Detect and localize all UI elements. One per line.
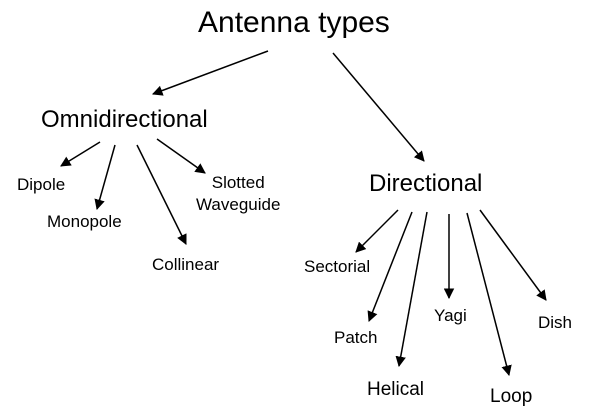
leaf-slotted-waveguide: Slotted Waveguide [196, 172, 280, 216]
category-omnidirectional: Omnidirectional [41, 106, 208, 133]
leaf-yagi: Yagi [434, 306, 467, 325]
leaf-collinear: Collinear [152, 255, 220, 274]
leaf-helical: Helical [367, 379, 425, 400]
arrow-dir-to-patch [367, 211, 413, 322]
leaf-dipole: Dipole [17, 175, 66, 194]
arrow-omni-to-dipole [60, 141, 101, 167]
diagram-title: Antenna types [198, 6, 390, 39]
leaf-dish: Dish [538, 313, 573, 332]
leaf-loop: Loop [490, 386, 533, 407]
category-directional: Directional [369, 170, 483, 197]
arrow-title-to-omnidirectional [152, 50, 269, 96]
arrow-omni-to-collinear [136, 144, 187, 245]
arrow-dir-to-loop [466, 212, 512, 377]
leaf-sectorial: Sectorial [304, 257, 371, 276]
arrow-omni-to-slotted-waveguide [156, 138, 206, 174]
leaf-monopole: Monopole [47, 212, 122, 231]
arrow-dir-to-helical [395, 211, 428, 368]
leaf-slotted-line1: Slotted [211, 173, 265, 192]
leaf-slotted-line2: Waveguide [196, 195, 281, 214]
arrow-title-to-directional [332, 52, 425, 162]
arrow-omni-to-monopole [94, 144, 116, 211]
leaf-patch: Patch [334, 328, 378, 347]
arrow-dir-to-dish [479, 209, 547, 301]
arrow-dir-to-sectorial [355, 209, 399, 253]
